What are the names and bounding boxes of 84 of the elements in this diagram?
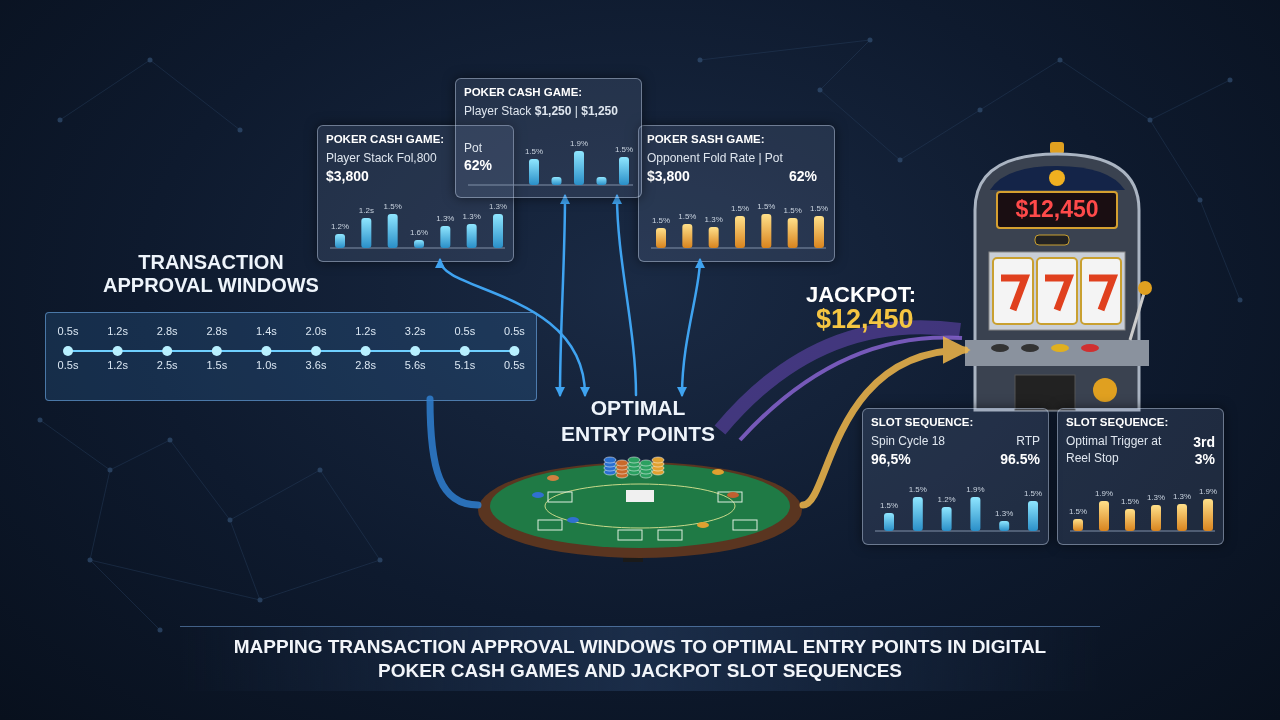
bar-value-label: 1.9% [1197,487,1219,496]
panel-text: Spin Cycle 18 [871,434,946,448]
panel-title: POKER CASH GAME: [326,133,445,145]
panel-text: Pot [464,141,482,155]
panel-text: RTP [1016,434,1040,448]
bar-value-label: 1.3% [1145,493,1167,502]
panel-text: Reel Stop [1066,451,1119,465]
time-value: 1.5s [205,359,229,371]
info-card [1057,408,1224,545]
time-value: 1.2s [106,325,129,337]
bar-value-label: 1.9% [1093,489,1115,498]
info-card [455,78,642,198]
section-heading: OPTIMAL ENTRY POINTS [553,395,723,449]
bar-value-label: 1.5% [756,202,777,211]
panel-value: 96.5% [1000,451,1040,467]
panel-title: SLOT SEQUENCE: [1066,416,1169,428]
bar-value-label: 1.9% [965,485,986,494]
time-value: 2.0s [304,325,328,337]
bar-value-label: 1.5% [650,216,672,225]
panel-text: Optimal Trigger at [1066,434,1162,448]
bar-value-label: 1.3% [487,202,509,211]
bar-value-label: 1.3% [1171,492,1193,501]
panel-value: 3rd [1193,434,1215,450]
bar-value-label: 1.6% [408,228,430,237]
arrow [438,258,589,397]
panel-value: $3,800 [647,168,690,184]
panel-value: 62% [464,157,493,173]
bar-value-label: 1.3% [435,214,456,223]
panel-value: $3,800 [326,168,369,184]
panel-text: Opponent Fold Rate | Pot [647,151,783,165]
bar-value-label: 1.3% [461,212,482,221]
panel-text: Player Stack $1,250 | $1,250 [464,104,618,118]
bar-value-label: 1.5% [677,212,698,221]
bar-value-label: 1.2% [329,222,351,231]
time-value: 0.5s [56,359,80,371]
time-value: 1.0s [255,359,278,371]
bar-value-label: 1.5% [878,501,900,510]
bar-value-label: 1.5% [523,147,545,156]
info-card [638,125,835,262]
time-value: 5.6s [403,359,427,371]
bar-value-label: 1.5% [382,202,403,211]
time-value: 2.8s [354,359,377,371]
jackpot-display: $12,450 [1014,196,1100,223]
bar-value-label: 1.2% [936,495,957,504]
bar-value-label: 1.9% [568,139,590,148]
time-value: 1.4s [255,325,278,337]
panel-value: 96,5% [871,451,911,467]
time-value: 0.5s [503,359,526,371]
bar-value-label: 1.5% [1119,497,1141,506]
panel-value: 62% [789,168,818,184]
bar-value-label: 1.5% [907,485,928,494]
bar-value-label: 1.5% [1067,507,1089,516]
time-value: 2.8s [155,325,179,337]
time-value: 2.8s [205,325,229,337]
panel-title: POKER SASH GAME: [647,133,765,145]
info-card [862,408,1049,545]
bar-value-label: 1.3% [994,509,1015,518]
info-card [317,125,514,262]
time-value: 0.5s [453,325,477,337]
bar-value-label: 1.5% [782,206,803,215]
panel-title: POKER CASH GAME: [464,86,583,98]
arrow [677,258,705,397]
bar-value-label: 1.5% [808,204,830,213]
time-value: 2.5s [155,359,179,371]
bar-value-label: 1.2s [357,206,375,215]
time-value: 1.2s [106,359,129,371]
panel-text: Player Stack Fol,800 [326,151,437,165]
flow-swoosh [799,338,971,509]
time-value: 1.2s [354,325,377,337]
bar-value-label: 1.3% [703,215,724,224]
time-value: 0.5s [56,325,80,337]
arrow [555,194,570,397]
section-heading: TRANSACTION APPROVAL WINDOWS [102,251,320,297]
bar-value-label: 1.5% [1022,489,1044,498]
time-value: 5.1s [453,359,477,371]
arrow [612,194,638,397]
time-value: 3.2s [403,325,427,337]
bar-value-label: 1.5% [729,204,751,213]
time-value: 0.5s [503,325,526,337]
time-value: 3.6s [304,359,328,371]
caption: MAPPING TRANSACTION APPROVAL WINDOWS TO OPTIMAL ENTRY POINTS IN DIGITAL POKER CASH GAMES AND JACKPOT SLOT SEQUENCES [232,635,1048,683]
panel-value: 3% [1194,451,1215,467]
bar-value-label: 1.5% [613,145,635,154]
panel-title: SLOT SEQUENCE: [871,416,974,428]
